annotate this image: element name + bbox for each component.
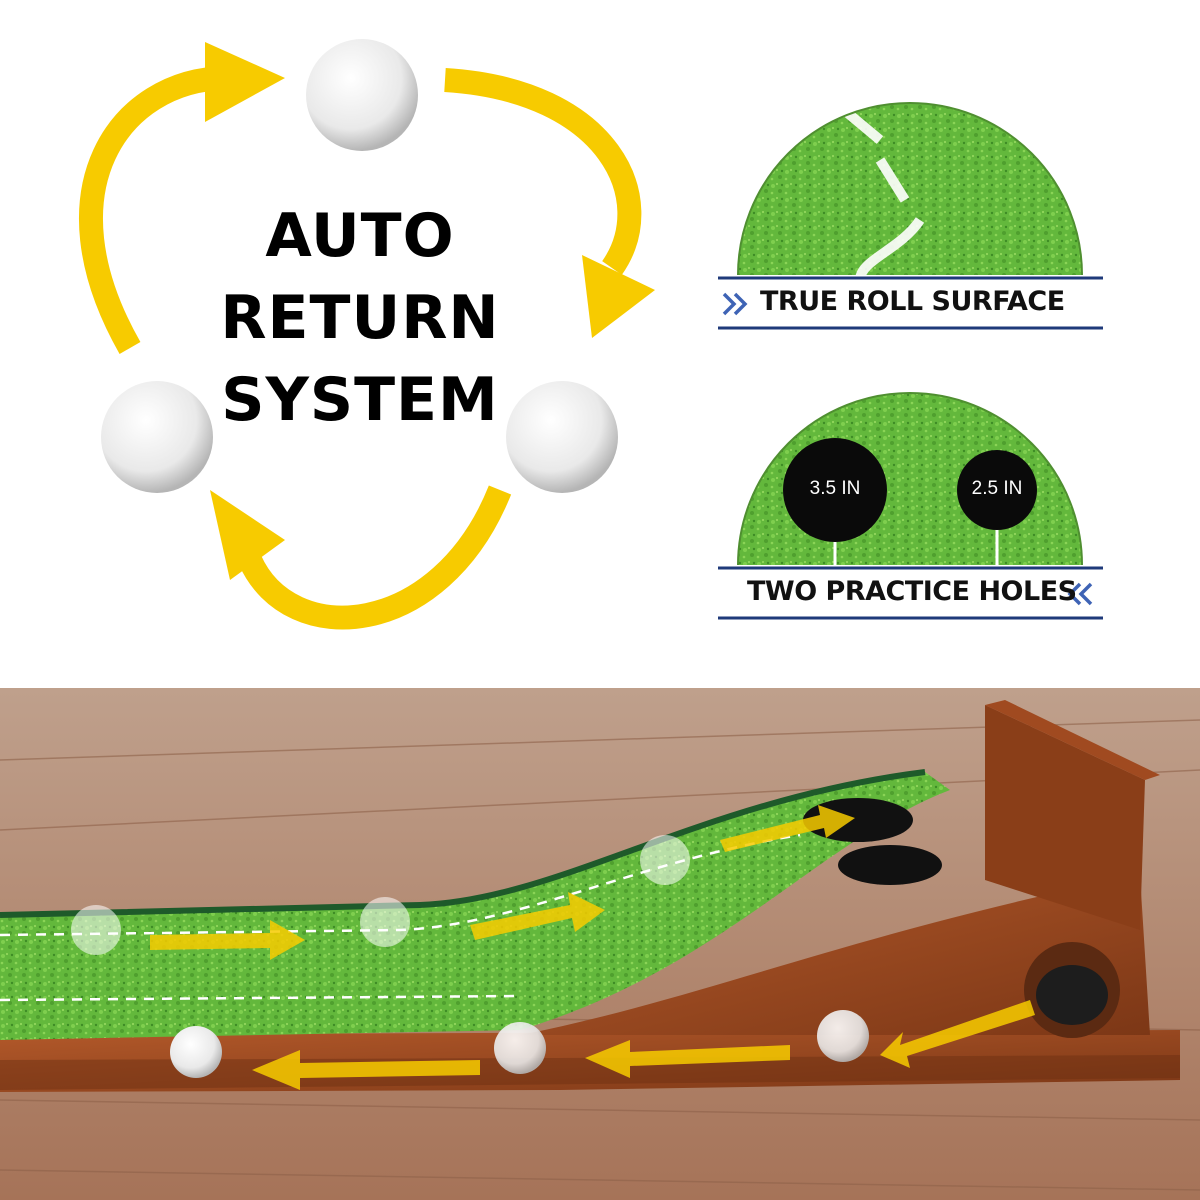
putting-mat-photo [0,688,1200,1200]
golf-ball-left [101,381,213,493]
golf-ball-right [506,381,618,493]
cycle-arrow-top-left [79,42,285,354]
golf-ball-top [306,39,418,151]
hole-large [783,438,887,542]
headline: AUTO RETURN SYSTEM [190,195,530,441]
cycle-arrow-top-right [444,68,655,338]
headline-line-2: RETURN [220,283,500,353]
balls-in-motion [71,835,869,1078]
return-cycle-diagram [79,39,655,630]
true-roll-surface-label: TRUE ROLL SURFACE [760,286,1065,317]
cycle-arrow-bottom [210,485,512,630]
wooden-ramp-housing [520,700,1160,1038]
hole-large-label: 3.5 IN [809,478,861,499]
ball-path-arrows [150,805,1035,1090]
hole-small [957,450,1037,530]
headline-line-3: SYSTEM [221,365,499,435]
double-chevron-right-icon [722,292,748,316]
two-practice-holes-label: TWO PRACTICE HOLES [747,576,1077,607]
hole-small-label: 2.5 IN [971,478,1023,499]
double-chevron-left-icon [1067,582,1093,606]
headline-line-1: AUTO [265,201,455,271]
